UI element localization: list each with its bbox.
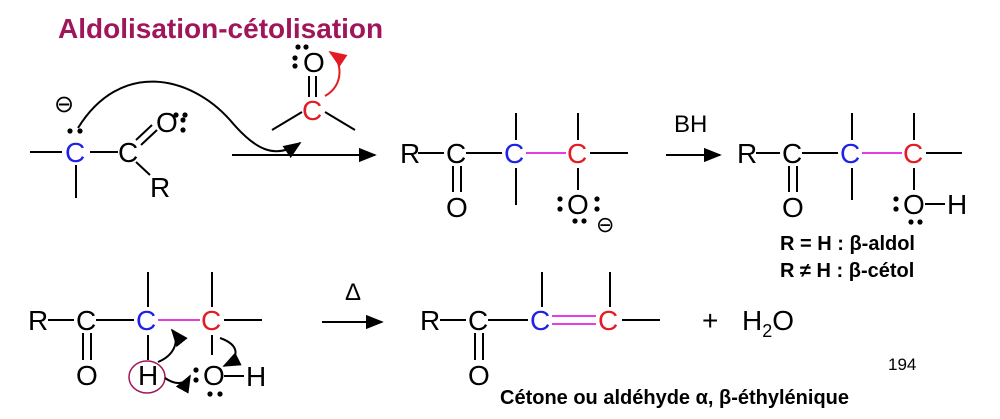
enone-alpha-carbon: C <box>530 305 550 336</box>
alkoxide-charge: ⊖ <box>596 212 614 237</box>
elimination-arrow-3 <box>219 337 242 367</box>
enolate-carbonyl-carbon: C <box>118 137 138 168</box>
carbanion-charge: ⊖ <box>54 91 74 118</box>
ketone-oxygen: O <box>303 47 325 78</box>
adduct-beta-carbon: C <box>567 138 587 169</box>
enone-beta-carbon: C <box>598 305 618 336</box>
leaving-hydroxyl-oxygen: O <box>203 360 225 391</box>
enone-carbonyl-carbon: C <box>468 305 488 336</box>
substrate-r-group: R <box>28 305 48 336</box>
substrate-beta-carbon: C <box>201 305 221 336</box>
substrate-alpha-carbon: C <box>136 305 156 336</box>
water-subscript: 2 <box>762 321 772 341</box>
adduct-carbonyl-carbon: C <box>446 138 466 169</box>
adduct-r-group: R <box>400 138 420 169</box>
aldol-beta-carbon: C <box>903 138 923 169</box>
adduct-alpha-carbon: C <box>504 138 524 169</box>
hydroxyl-oxygen: O <box>903 189 925 220</box>
elimination-arrow-2 <box>164 374 191 394</box>
water-h: H <box>742 305 762 336</box>
aldol-carbonyl-oxygen: O <box>782 192 804 223</box>
cetol-label: R ≠ H : β-cétol <box>780 260 914 282</box>
leaving-hydroxyl-hydrogen: H <box>246 361 266 392</box>
plus-sign: + <box>702 305 718 336</box>
water-formula: H2O <box>742 305 794 341</box>
enolate-oxygen: O <box>156 107 178 138</box>
enolate-molecule: C ⊖ C O R <box>30 91 188 203</box>
ketone-carbon: C <box>302 95 322 126</box>
aldol-label: R = H : β-aldol <box>780 233 915 255</box>
aldol-r-group: R <box>737 138 757 169</box>
alpha-hydrogen: H <box>138 360 158 391</box>
enone-r-group: R <box>420 305 440 336</box>
dehydration-substrate: R C O C C H O H <box>28 272 266 397</box>
hydroxyl-hydrogen: H <box>947 189 967 220</box>
alkoxide-adduct: R C O C C O ⊖ <box>400 113 628 237</box>
water-o: O <box>772 305 794 336</box>
scheme-title: Aldolisation-cétolisation <box>58 13 383 44</box>
carbanion-carbon: C <box>65 137 85 168</box>
water-molecule: H2O <box>742 305 794 341</box>
nucleophilic-attack-arrow <box>77 80 302 159</box>
adduct-carbonyl-oxygen: O <box>446 192 468 223</box>
substrate-carbonyl-oxygen: O <box>76 360 98 391</box>
aldol-alpha-carbon: C <box>840 138 860 169</box>
aldol-carbonyl-carbon: C <box>782 138 802 169</box>
page-number: 194 <box>888 355 916 374</box>
ketone-electrophile: O C <box>271 44 356 131</box>
substrate-carbonyl-carbon: C <box>76 305 96 336</box>
enone-carbonyl-oxygen: O <box>468 360 490 391</box>
aldol-product: R C O C C O H <box>737 113 967 225</box>
heat-symbol: Δ <box>345 279 361 306</box>
pi-bond-shift-arrow <box>324 50 348 97</box>
enolate-r-group: R <box>150 172 170 203</box>
product-label: Cétone ou aldéhyde α, β-éthylénique <box>500 387 849 409</box>
enone-product: R C O C C <box>420 272 660 391</box>
reagent-bh: BH <box>674 111 707 138</box>
alpha-hydrogen-circle <box>128 360 166 394</box>
alkoxide-oxygen: O <box>567 189 589 220</box>
elimination-arrow-1 <box>157 328 188 363</box>
